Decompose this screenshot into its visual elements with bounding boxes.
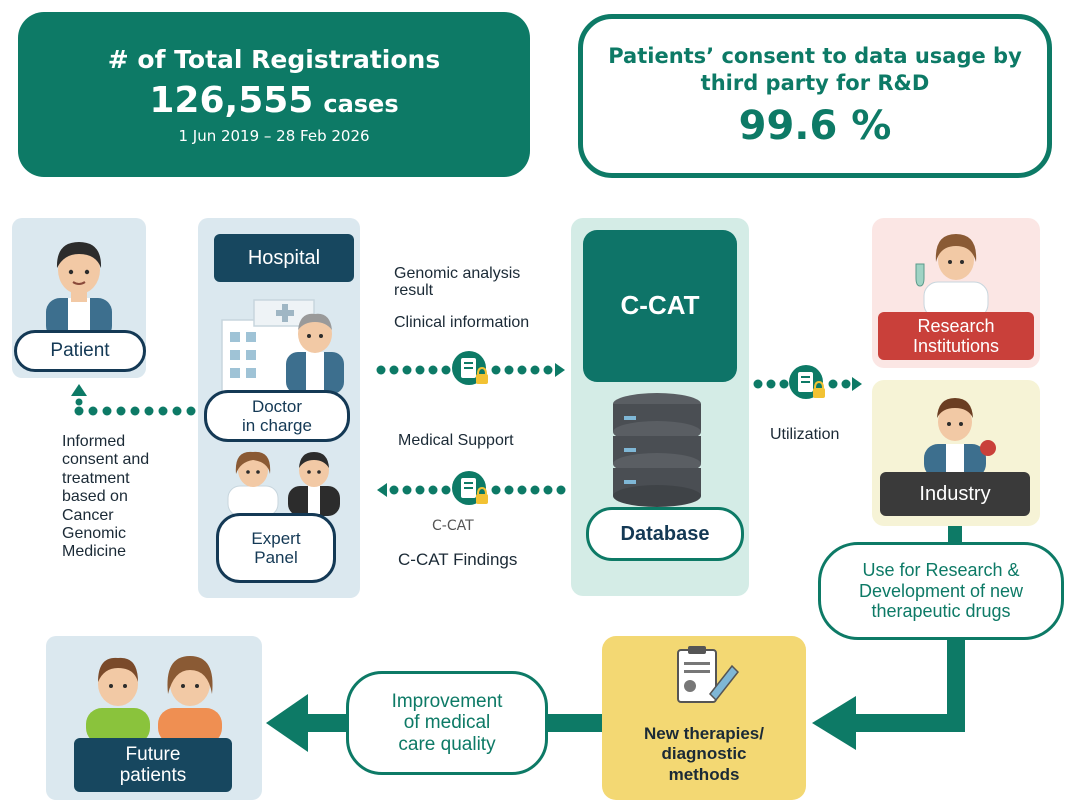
informed-consent-text: Informed consent and treatment based on …: [62, 433, 192, 562]
patient-illustration-icon: [46, 242, 112, 340]
informed-consent-line: Genomic: [62, 524, 127, 542]
informed-consent-line: consent and: [62, 451, 150, 469]
consent-return-arrow-icon: [71, 384, 196, 416]
rnd-line2: Development of new: [858, 580, 1024, 601]
future-patients-label: Future patients: [74, 738, 232, 792]
expert-line1: Expert: [251, 528, 301, 548]
research-institutions-label: Research Institutions: [878, 312, 1034, 360]
data-return-arrow-icon: [377, 471, 566, 505]
informed-consent-line: Cancer: [62, 506, 114, 524]
doctor-in-charge-label: Doctor in charge: [204, 390, 350, 442]
informed-consent-line: Informed: [62, 433, 126, 450]
new-therapies-panel: [602, 636, 806, 800]
consent-box: Patients’ consent to data usage by third…: [578, 14, 1052, 178]
consent-value: 99.6 %: [738, 103, 892, 150]
rnd-line1: Use for Research &: [862, 559, 1020, 580]
expert-panel-label: Expert Panel: [216, 513, 336, 583]
clinical-information-label: Clinical information: [394, 314, 530, 331]
new-therapies-label: New therapies/ diagnostic methods: [606, 724, 802, 785]
expert-line2: Panel: [254, 548, 298, 567]
data-upload-arrow-icon: [376, 351, 565, 385]
ccat-small-mark: C-CAT: [432, 518, 474, 534]
genomic-analysis-label: Genomic analysis result: [394, 265, 521, 300]
expert-panel-illustration-icon: [227, 451, 340, 516]
ccat-title: C-CAT: [583, 230, 737, 382]
research-line1: Research: [917, 315, 995, 336]
research-line2: Institutions: [912, 336, 1000, 356]
improvement-line1: Improvement: [391, 691, 503, 713]
doctor-line1: Doctor: [251, 396, 303, 416]
rnd-use-label: Use for Research & Development of new th…: [818, 542, 1064, 640]
industry-person-illustration-icon: [924, 398, 996, 478]
genomic-line1: Genomic analysis: [394, 265, 521, 282]
registrations-unit: cases: [323, 89, 399, 118]
registrations-count-row: 126,555 cases: [149, 80, 398, 121]
informed-consent-line: Medicine: [62, 543, 127, 561]
improvement-line3: care quality: [398, 733, 496, 755]
utilization-arrow-icon: [753, 365, 862, 399]
medical-support-label: Medical Support: [398, 432, 514, 449]
new-therapies-line1: New therapies/: [644, 724, 764, 743]
consent-title-line1: Patients’ consent to data usage by: [608, 43, 1022, 68]
ccat-findings-label: C-CAT Findings: [398, 550, 518, 569]
improvement-label: Improvement of medical care quality: [346, 671, 548, 775]
improvement-line2: of medical: [403, 712, 491, 734]
future-line1: Future: [125, 743, 181, 765]
future-patients-illustration-icon: [86, 656, 222, 744]
database-icon: [613, 393, 701, 507]
clipboard-syringe-icon: [677, 646, 740, 703]
registrations-title: # of Total Registrations: [107, 44, 441, 74]
patient-label: Patient: [14, 330, 146, 372]
total-registrations-box: # of Total Registrations 126,555 cases 1…: [18, 12, 530, 177]
new-therapies-line3: methods: [668, 764, 740, 784]
informed-consent-line: based on: [62, 488, 128, 506]
database-label: Database: [586, 507, 744, 561]
consent-title-line2: third party for R&D: [700, 71, 930, 95]
rnd-line3: therapeutic drugs: [871, 601, 1011, 622]
utilization-label: Utilization: [770, 426, 840, 443]
hospital-building-icon: [221, 299, 344, 394]
registrations-count: 126,555: [149, 79, 314, 121]
future-line2: patients: [119, 765, 187, 786]
hospital-title: Hospital: [214, 234, 354, 282]
new-therapies-line2: diagnostic: [661, 744, 747, 764]
registrations-period: 1 Jun 2019 – 28 Feb 2026: [178, 126, 370, 145]
industry-label: Industry: [880, 472, 1030, 516]
genomic-line2: result: [394, 281, 434, 299]
informed-consent-line: treatment: [62, 469, 130, 487]
doctor-line2: in charge: [242, 416, 312, 435]
researcher-illustration-icon: [915, 234, 989, 318]
